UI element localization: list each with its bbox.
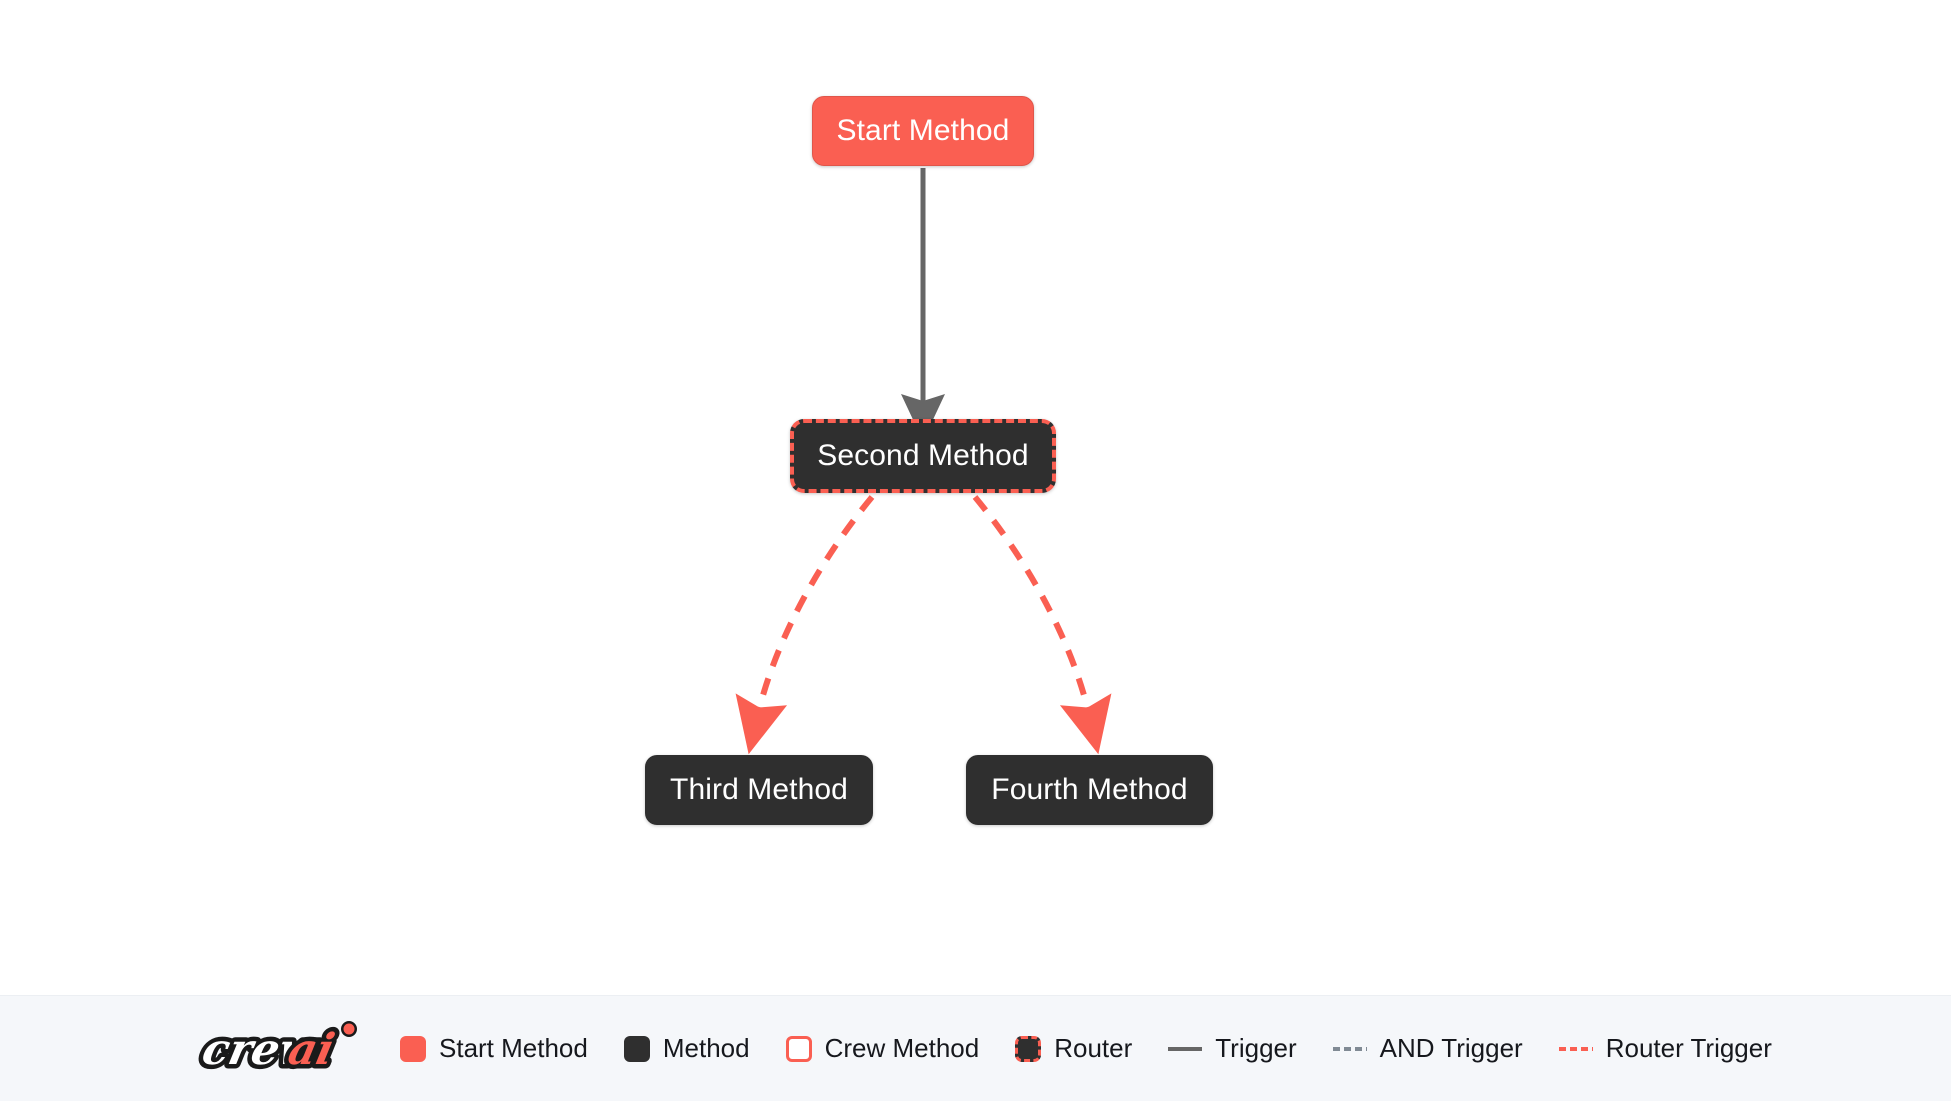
edge-router-trigger-second-to-third bbox=[735, 495, 875, 755]
and-trigger-line-icon bbox=[1332, 1046, 1367, 1051]
legend-item-trigger-label: Trigger bbox=[1215, 1033, 1297, 1063]
legend-bar: crew crew ai ai Start Method Method Crew… bbox=[0, 995, 1951, 1101]
router-swatch-icon bbox=[1015, 1035, 1042, 1062]
svg-text:crew: crew bbox=[198, 1024, 323, 1074]
node-fourth-method[interactable]: Fourth Method bbox=[966, 755, 1213, 825]
legend-item-method: Method bbox=[623, 1033, 750, 1064]
legend-item-router-trigger: Router Trigger bbox=[1558, 1033, 1772, 1064]
legend-item-trigger: Trigger bbox=[1168, 1033, 1297, 1064]
router-trigger-line-icon bbox=[1558, 1046, 1593, 1051]
edge-router-trigger-second-to-fourth bbox=[972, 495, 1112, 755]
legend-item-start-method-label: Start Method bbox=[439, 1033, 588, 1063]
svg-text:ai: ai bbox=[284, 1024, 339, 1074]
flow-canvas[interactable]: Start Method Second Method Third Method … bbox=[0, 0, 1951, 995]
legend-item-method-label: Method bbox=[662, 1033, 750, 1063]
node-second-method-label: Second Method bbox=[817, 439, 1029, 472]
crewai-logo-icon: crew crew ai ai bbox=[193, 1019, 357, 1079]
legend-item-and-trigger-label: AND Trigger bbox=[1379, 1033, 1523, 1063]
legend-item-router: Router bbox=[1015, 1033, 1132, 1064]
svg-text:ai: ai bbox=[284, 1024, 339, 1074]
node-second-method[interactable]: Second Method bbox=[790, 419, 1056, 493]
node-third-method[interactable]: Third Method bbox=[645, 755, 873, 825]
svg-text:crew: crew bbox=[198, 1024, 323, 1074]
trigger-line-icon bbox=[1168, 1046, 1203, 1051]
node-start-method-label: Start Method bbox=[836, 114, 1010, 147]
legend-item-start-method: Start Method bbox=[400, 1033, 588, 1064]
legend-item-crew-method-label: Crew Method bbox=[824, 1033, 980, 1063]
legend-item-and-trigger: AND Trigger bbox=[1332, 1033, 1523, 1064]
crew-method-swatch-icon bbox=[785, 1035, 812, 1062]
legend-item-router-trigger-label: Router Trigger bbox=[1605, 1033, 1772, 1063]
node-fourth-method-label: Fourth Method bbox=[991, 773, 1188, 806]
node-start-method[interactable]: Start Method bbox=[812, 96, 1034, 166]
method-swatch-icon bbox=[623, 1035, 650, 1062]
legend-item-crew-method: Crew Method bbox=[785, 1033, 980, 1064]
node-third-method-label: Third Method bbox=[670, 773, 848, 806]
start-method-swatch-icon bbox=[400, 1035, 426, 1062]
legend-item-router-label: Router bbox=[1054, 1033, 1133, 1063]
